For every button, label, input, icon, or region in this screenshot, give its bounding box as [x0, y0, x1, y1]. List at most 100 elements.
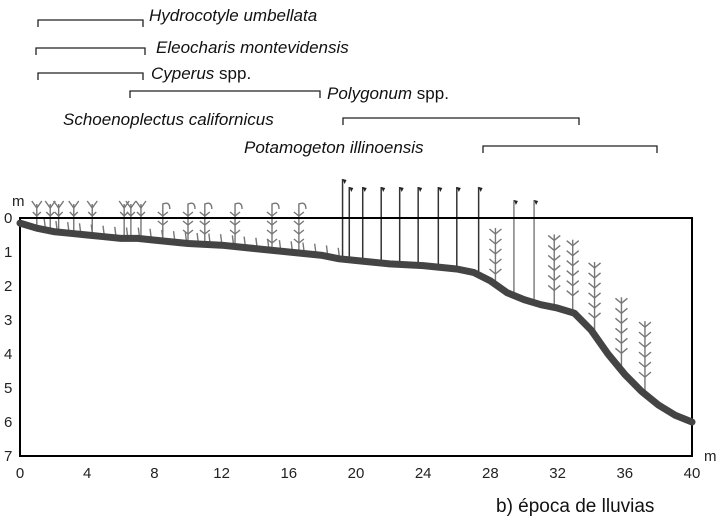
potamogeton-leaf	[488, 238, 502, 245]
polygonum-leaf	[229, 211, 241, 217]
schoenoplectus-tip	[456, 187, 461, 192]
y-tick-label: 6	[4, 414, 12, 431]
polygonum-leaf	[293, 220, 305, 226]
x-axis-unit: m	[704, 448, 717, 465]
polygonum-leaf	[199, 220, 211, 226]
polygonum-leaf	[199, 211, 211, 217]
polygonum-leaf	[182, 220, 194, 226]
potamogeton-leaf	[488, 228, 502, 235]
species-label: Potamogeton illinoensis	[244, 138, 424, 157]
schoenoplectus-tip	[438, 187, 443, 192]
x-tick-label: 16	[280, 465, 297, 482]
potamogeton-leaf	[588, 262, 602, 269]
grass-tuft	[278, 240, 282, 249]
shore-plant-leaf	[53, 200, 65, 210]
schoenoplectus-tip	[381, 187, 386, 192]
polygonum-plant	[234, 202, 243, 244]
grass-tuft	[114, 226, 117, 235]
water-column-frame	[19, 217, 693, 457]
polygonum-leaf	[266, 220, 278, 226]
grass-tuft	[337, 247, 340, 256]
range-bracket	[37, 19, 144, 27]
grass-tuft	[196, 232, 199, 242]
potamogeton-leaf	[638, 331, 652, 339]
grass-tuft	[55, 220, 58, 230]
shore-plant-leaf	[136, 211, 146, 217]
potamogeton-leaf	[566, 270, 580, 277]
polygonum-leaf	[293, 238, 305, 244]
species-range-potamogeton: Potamogeton illinoensis	[244, 138, 658, 157]
grass-tuft	[325, 245, 329, 254]
potamogeton-leaf	[488, 268, 502, 275]
potamogeton-leaf	[614, 347, 628, 355]
potamogeton-leaf	[588, 272, 602, 279]
potamogeton-leaf	[614, 317, 628, 325]
potamogeton-leaf	[588, 282, 602, 289]
grass-tuft	[208, 233, 211, 242]
potamogeton-leaf	[547, 254, 561, 262]
potamogeton-leaf	[638, 321, 652, 329]
polygonum-leaf	[293, 229, 305, 235]
grass-tuft	[184, 232, 188, 241]
x-tick-label: 20	[348, 465, 365, 482]
x-tick-label: 0	[16, 465, 24, 482]
range-bracket	[129, 90, 321, 98]
grass-tuft	[219, 234, 223, 243]
grass-tuft	[137, 227, 140, 236]
species-label: Cyperus spp.	[151, 64, 251, 83]
grass-tuft	[243, 236, 246, 245]
grass-tuft	[67, 222, 70, 231]
polygonum-leaf	[199, 229, 211, 235]
schoenoplectus-tip	[342, 179, 347, 184]
shore-plant-leaf	[45, 211, 55, 217]
potamogeton-leaf	[614, 337, 628, 345]
grass-tuft	[43, 218, 46, 227]
shore-plant-leaf	[86, 200, 98, 210]
shore-plant-leaf	[126, 211, 136, 217]
species-range-hydrocotyle: Hydrocotyle umbellata	[37, 6, 317, 27]
species-range-cyperus: Cyperus spp.	[37, 64, 251, 83]
range-bracket	[342, 117, 580, 125]
shore-plant-leaf	[32, 211, 42, 217]
polygonum-leaf	[157, 220, 169, 226]
plant-illustrations	[31, 179, 652, 392]
grass-tuft	[90, 224, 93, 233]
polygonum-leaf	[182, 211, 194, 217]
schoenoplectus-tip	[362, 187, 367, 192]
y-tick-label: 5	[4, 380, 12, 397]
polygonum-plant	[298, 202, 307, 251]
potamogeton-leaf	[547, 284, 561, 292]
potamogeton-leaf	[566, 260, 580, 267]
shore-plant-leaf	[69, 211, 79, 217]
polygonum-plant	[187, 202, 196, 241]
polygonum-leaf	[266, 229, 278, 235]
polygonum-leaf	[229, 220, 241, 226]
range-bracket	[482, 145, 658, 153]
species-range-polygonum: Polygonum spp.	[129, 84, 449, 103]
y-tick-label: 3	[4, 312, 12, 329]
shore-plant-leaf	[44, 200, 56, 210]
shore-plant-leaf	[119, 211, 129, 217]
potamogeton-leaf	[488, 258, 502, 265]
potamogeton-leaf	[614, 327, 628, 335]
figure-caption: b) época de lluvias	[496, 496, 654, 517]
grass-tuft	[313, 243, 317, 252]
potamogeton-leaf	[588, 292, 602, 299]
species-label: Schoenoplectus californicus	[63, 110, 274, 129]
y-tick-label: 1	[4, 244, 12, 261]
potamogeton-leaf	[638, 361, 652, 369]
range-bracket	[37, 72, 144, 80]
polygonum-plant	[162, 202, 171, 238]
potamogeton-leaf	[638, 341, 652, 349]
potamogeton-leaf	[566, 280, 580, 287]
grass-tuft	[290, 241, 293, 250]
x-tick-label: 40	[684, 465, 701, 482]
polygonum-leaf	[229, 229, 241, 235]
species-range-schoenoplectus: Schoenoplectus californicus	[63, 110, 580, 129]
potamogeton-leaf	[614, 307, 628, 315]
species-label: Eleocharis montevidensis	[156, 38, 349, 57]
polygonum-leaf	[266, 238, 278, 244]
potamogeton-leaf	[566, 240, 580, 247]
potamogeton-leaf	[638, 351, 652, 359]
